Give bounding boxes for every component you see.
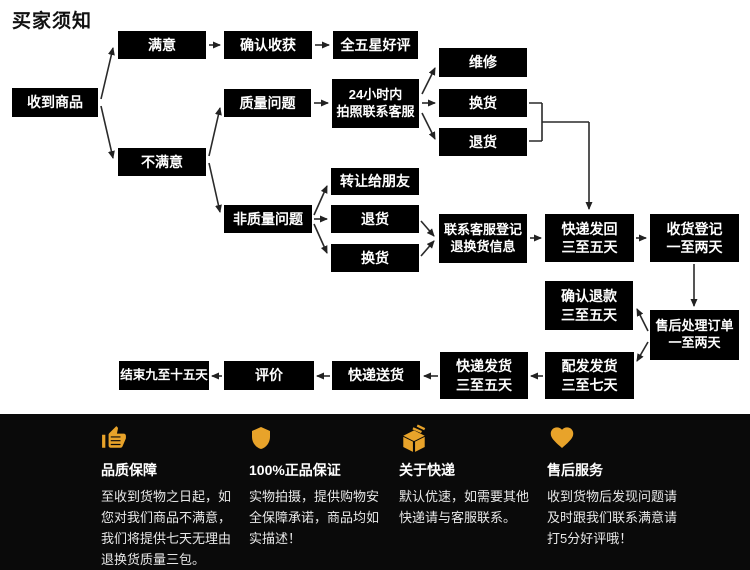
flow-node-confirm-receipt: 确认收获 <box>224 31 312 59</box>
banner-item-authentic-guarantee: 100%正品保证 实物拍摄，提供购物安 全保障承诺，商品均如 实描述！ <box>249 424 381 549</box>
heart-icon <box>547 424 679 454</box>
flow-node-express-deliver: 快递送货 <box>332 361 420 390</box>
banner-item-quality-guarantee: 品质保障 至收到货物之日起，如 您对我们商品不满意， 我们将提供七天无理由 退换… <box>101 424 233 570</box>
banner-heading: 关于快递 <box>399 462 455 478</box>
flow-node-dispatch-ship: 配发发货 三至七天 <box>545 352 634 399</box>
flow-node-return-1: 退货 <box>439 128 527 156</box>
flow-node-end: 结束九至十五天 <box>119 361 209 390</box>
flow-node-dissatisfied: 不满意 <box>118 148 206 176</box>
banner-body: 至收到货物之日起，如 您对我们商品不满意， 我们将提供七天无理由 退换货质量三包… <box>101 489 232 567</box>
banner-item-aftersales-service: 售后服务 收到货物后发现问题请 及时跟我们联系满意请 打5分好评哦！ <box>547 424 679 549</box>
flow-node-non-quality: 非质量问题 <box>224 205 312 233</box>
flow-node-receipt-register: 收货登记 一至两天 <box>650 214 739 262</box>
banner-body: 默认优速，如需要其他 快递请与客服联系。 <box>399 489 530 525</box>
flow-node-five-star: 全五星好评 <box>333 31 418 59</box>
shield-icon <box>249 424 381 454</box>
banner-body: 实物拍摄，提供购物安 全保障承诺，商品均如 实描述！ <box>249 489 380 546</box>
flow-node-received: 收到商品 <box>12 88 98 117</box>
flow-node-confirm-refund: 确认退款 三至五天 <box>545 281 633 330</box>
flow-node-review: 评价 <box>224 361 314 390</box>
box-icon <box>399 424 531 454</box>
page-title: 买家须知 <box>12 11 93 32</box>
flow-node-aftersales-order: 售后处理订单 一至两天 <box>650 310 739 360</box>
banner-body: 收到货物后发现问题请 及时跟我们联系满意请 打5分好评哦！ <box>547 489 678 546</box>
banner-item-about-express: 关于快递 默认优速，如需要其他 快递请与客服联系。 <box>399 424 531 528</box>
flow-node-repair: 维修 <box>439 48 527 77</box>
flow-arrow-lines <box>100 41 698 380</box>
flow-node-transfer-friend: 转让给朋友 <box>331 168 419 195</box>
service-banner: 品质保障 至收到货物之日起，如 您对我们商品不满意， 我们将提供七天无理由 退换… <box>0 414 750 570</box>
banner-heading: 品质保障 <box>101 462 157 478</box>
banner-heading: 100%正品保证 <box>249 462 341 478</box>
flow-node-exchange-1: 换货 <box>439 89 527 117</box>
flow-node-quality-issue: 质量问题 <box>224 89 311 117</box>
flow-arrows <box>100 41 698 380</box>
flow-node-return-2: 退货 <box>331 205 419 233</box>
thumbs-up-icon <box>101 424 233 454</box>
flow-node-express-back: 快递发回 三至五天 <box>545 214 634 262</box>
flow-node-satisfied: 满意 <box>118 31 206 59</box>
banner-heading: 售后服务 <box>547 462 603 478</box>
flow-node-exchange-2: 换货 <box>331 244 419 272</box>
flow-node-express-ship: 快递发货 三至五天 <box>440 352 528 399</box>
flow-node-contact-24h: 24小时内 拍照联系客服 <box>332 79 419 128</box>
flow-node-contact-register: 联系客服登记 退换货信息 <box>439 214 527 263</box>
